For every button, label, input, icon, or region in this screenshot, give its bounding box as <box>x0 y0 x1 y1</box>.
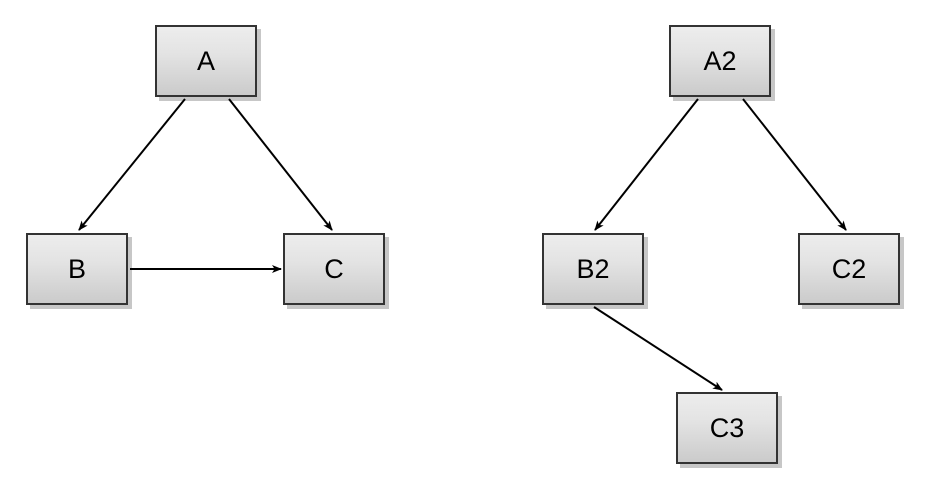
node-label: C3 <box>709 412 745 443</box>
edge-a2-to-b2[interactable] <box>594 98 699 231</box>
node-c[interactable]: C <box>283 233 385 305</box>
edge-b2-to-c3[interactable] <box>593 306 723 391</box>
node-c3[interactable]: C3 <box>676 392 778 464</box>
node-label: A2 <box>703 45 737 76</box>
edge-a2-to-c2[interactable] <box>742 98 847 231</box>
node-c2[interactable]: C2 <box>798 233 900 305</box>
node-a[interactable]: A <box>155 25 257 97</box>
node-b[interactable]: B <box>26 233 128 305</box>
edge-a-to-b[interactable] <box>78 98 186 231</box>
node-label: A <box>196 45 215 76</box>
node-b2[interactable]: B2 <box>542 233 644 305</box>
node-a2[interactable]: A2 <box>669 25 771 97</box>
node-label: B2 <box>576 253 610 284</box>
edge-a-to-c[interactable] <box>228 98 333 231</box>
node-label: C <box>324 253 344 284</box>
node-label: B <box>67 253 86 284</box>
node-label: C2 <box>831 253 867 284</box>
